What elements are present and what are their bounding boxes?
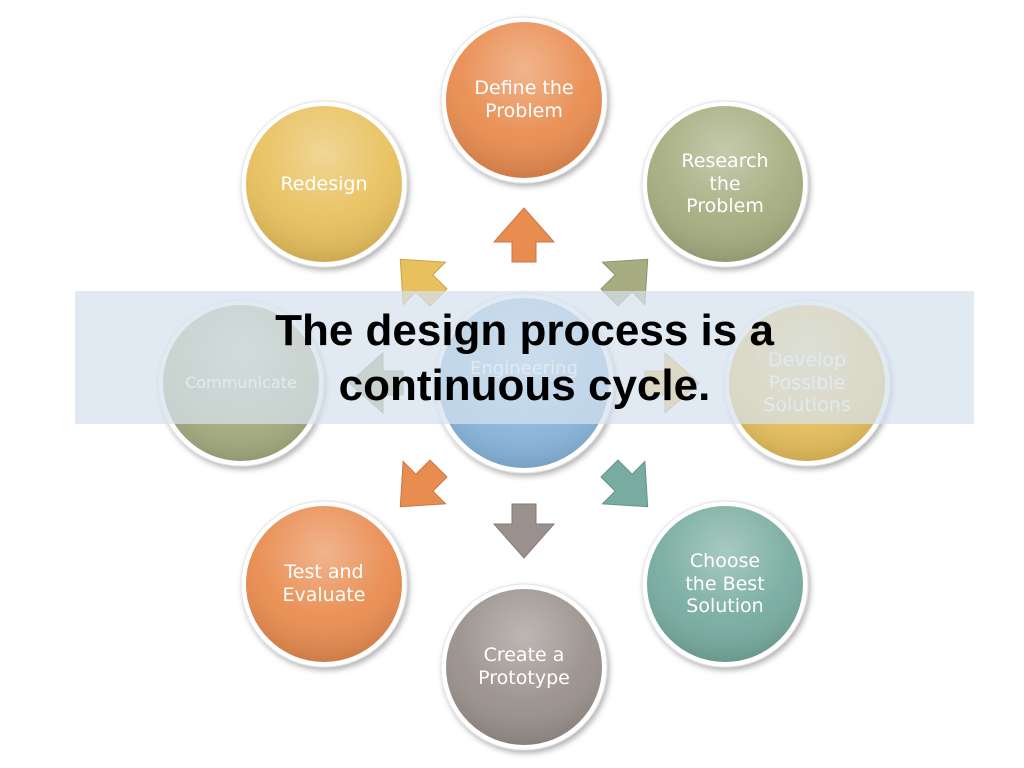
arrow-down-icon [492, 503, 556, 559]
node-circle-define [440, 16, 608, 184]
banner-title: The design process is a continuous cycle… [275, 306, 774, 410]
arrow-up-icon [492, 207, 556, 263]
arrow-down-right-icon [600, 459, 649, 508]
node-circle-redesign [240, 100, 408, 268]
node-label-test: Test and Evaluate [282, 561, 366, 606]
node-label-redesign: Redesign [280, 172, 368, 195]
node-circle-research [641, 100, 809, 268]
node-circle-choose [641, 500, 809, 668]
title-banner [75, 291, 974, 424]
node-circle-test [240, 500, 408, 668]
node-label-choose: Choose the Best Solution [685, 549, 765, 618]
node-circle-prototype [440, 583, 608, 751]
arrow-down-left-icon [399, 459, 448, 508]
node-label-research: Research the Problem [681, 149, 769, 218]
node-label-prototype: Create a Prototype [478, 644, 570, 689]
node-label-define: Define the Problem [474, 77, 574, 122]
